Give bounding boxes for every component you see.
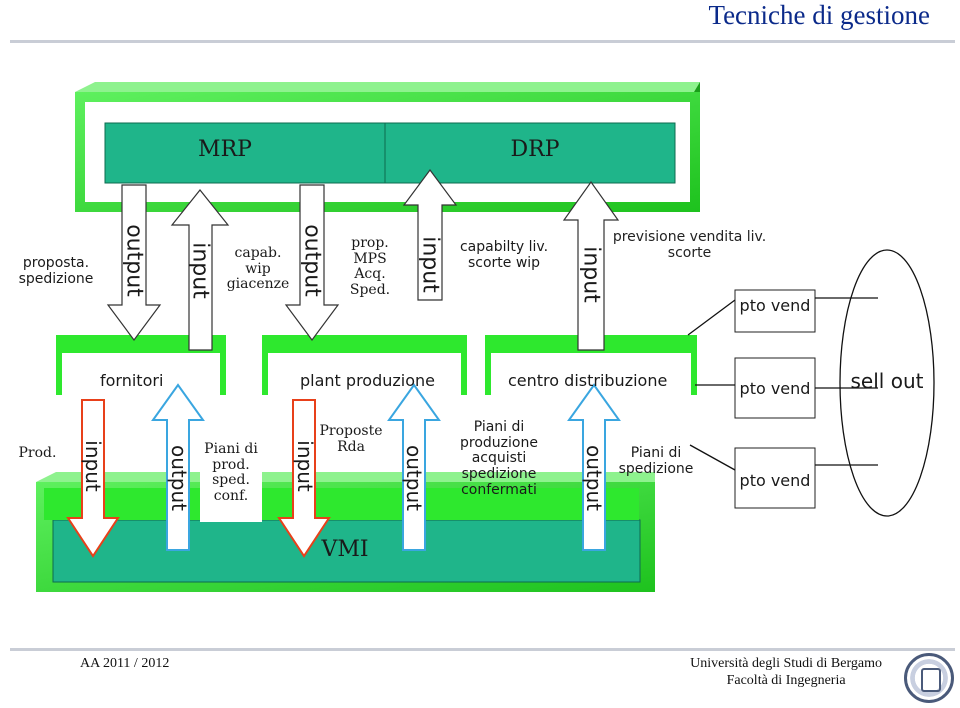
- arrow-text-input-b1: input: [81, 440, 105, 492]
- arrow-text-output-b1: output: [167, 445, 191, 511]
- pto-vend-3: pto vend: [739, 471, 811, 490]
- label-piani-prod: Piani di prod. sped. conf.: [204, 441, 258, 505]
- arrow-output-b1: [151, 383, 205, 551]
- pto-vend-2: pto vend: [739, 379, 811, 398]
- top-frame: [75, 82, 700, 212]
- node-sell-out: sell out: [850, 369, 924, 393]
- upper-arrows: [106, 168, 620, 351]
- label-piani-spedizione: Piani di spedizione: [618, 445, 694, 477]
- arrow-text-input-3: input: [578, 246, 604, 303]
- label-proposte: Proposte Rda: [319, 423, 383, 455]
- header-divider: [10, 40, 955, 43]
- arrow-text-output-2: output: [299, 224, 325, 297]
- university-name: Università degli Studi di Bergamo: [690, 656, 882, 671]
- arrow-input-b2: [277, 399, 331, 558]
- arrow-output-1: [106, 184, 162, 342]
- arrow-input-2: [402, 168, 458, 301]
- label-capab-wip: capab. wip giacenze: [226, 245, 290, 293]
- label-capability: capabilty liv. scorte wip: [459, 239, 549, 271]
- label-prod: Prod.: [18, 445, 57, 461]
- connectors: [687, 297, 878, 471]
- arrow-text-output-b2: output: [402, 445, 426, 511]
- node-plant: plant produzione: [300, 371, 435, 390]
- footer-university: Università degli Studi di Bergamo Facolt…: [690, 656, 882, 690]
- footer-year: AA 2011 / 2012: [80, 656, 170, 671]
- label-piani-produzione: Piani di produzione acquisti spedizione …: [460, 419, 538, 498]
- arrow-output-b3: [567, 383, 621, 551]
- label-proposta-spedizione: proposta. spedizione: [18, 255, 94, 287]
- label-previsione: previsione vendita liv. scorte: [612, 229, 767, 261]
- arrow-output-b2: [387, 383, 441, 551]
- node-centro: centro distribuzione: [508, 371, 668, 390]
- drp-label: DRP: [510, 137, 560, 162]
- label-prop-mps: prop. MPS Acq. Sped.: [349, 235, 391, 299]
- node-fornitori: fornitori: [100, 371, 164, 390]
- arrow-text-input-2: input: [417, 236, 443, 293]
- arrow-input-3: [562, 180, 620, 351]
- footer-divider: [10, 648, 955, 651]
- vmi-frame: [36, 470, 655, 592]
- sell-out-ellipse: [839, 249, 935, 517]
- page-title: Tecniche di gestione: [708, 0, 930, 30]
- arrow-output-2: [284, 184, 340, 342]
- vmi-label: VMI: [321, 537, 369, 562]
- arrow-text-output-1: output: [121, 224, 147, 297]
- university-seal-logo: [904, 653, 954, 703]
- faculty-name: Facoltà di Ingegneria: [726, 672, 846, 688]
- arrow-text-input-b2: input: [293, 440, 317, 492]
- arrow-text-output-b3: output: [582, 445, 606, 511]
- arrow-text-input-1: input: [187, 242, 213, 299]
- mrp-label: MRP: [198, 137, 252, 162]
- pto-vend-boxes: [734, 289, 816, 509]
- pto-vend-1: pto vend: [739, 296, 811, 315]
- arrow-input-b1: [66, 399, 120, 558]
- lower-arrows: [66, 383, 621, 558]
- arrow-input-1: [170, 189, 230, 351]
